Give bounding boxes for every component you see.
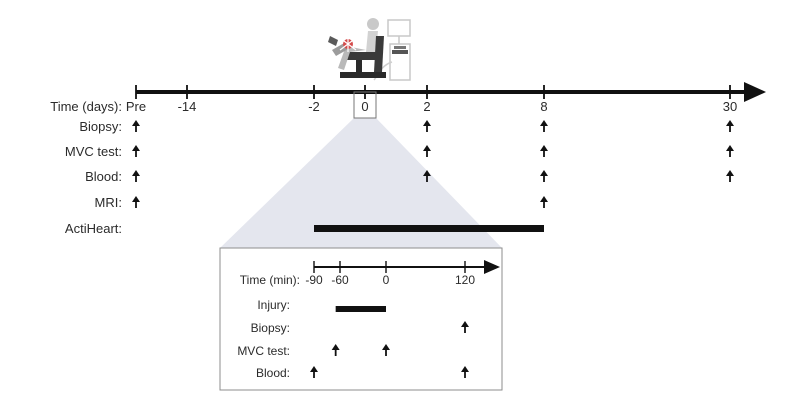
up-arrow-icon — [540, 145, 548, 157]
inset-row-label: Injury: — [257, 298, 290, 312]
up-arrow-icon — [423, 170, 431, 182]
up-arrow-icon — [132, 120, 140, 132]
main-tick-label: 8 — [540, 99, 547, 114]
up-arrow-icon — [310, 366, 318, 378]
inset-tick-label: 0 — [383, 273, 390, 287]
up-arrow-icon — [726, 120, 734, 132]
inset-box — [219, 247, 503, 391]
up-arrow-icon — [540, 196, 548, 208]
inset-row-label: MVC test: — [237, 344, 290, 358]
day-zero-highlight-box — [353, 91, 377, 119]
main-row-label: ActiHeart: — [65, 221, 122, 236]
inset-timeline-label: Time (min): — [240, 273, 300, 287]
main-row-label: Biopsy: — [79, 119, 122, 134]
main-row-label: MRI: — [95, 195, 122, 210]
main-timeline-label: Time (days): — [50, 99, 122, 114]
main-tick-label: -14 — [178, 99, 197, 114]
up-arrow-icon — [423, 145, 431, 157]
up-arrow-icon — [461, 366, 469, 378]
main-tick-label: Pre — [126, 99, 146, 114]
actiheart-bar — [314, 225, 544, 232]
inset-row-label: Blood: — [256, 366, 290, 380]
up-arrow-icon — [726, 170, 734, 182]
main-row-label: MVC test: — [65, 144, 122, 159]
zoom-cone — [220, 118, 502, 248]
up-arrow-icon — [540, 170, 548, 182]
up-arrow-icon — [331, 344, 340, 356]
up-arrow-icon — [423, 120, 431, 132]
up-arrow-icon — [132, 145, 140, 157]
dynamometer-chair-illustration — [328, 18, 411, 81]
up-arrow-icon — [382, 344, 390, 356]
inset-tick-label: -90 — [305, 273, 323, 287]
main-timeline-arrowhead — [744, 82, 766, 102]
inset-tick-label: -60 — [331, 273, 349, 287]
main-tick-label: -2 — [308, 99, 320, 114]
inset-tick-label: 120 — [455, 273, 475, 287]
main-row-label: Blood: — [85, 169, 122, 184]
main-tick-label: 2 — [423, 99, 430, 114]
main-tick-label: 30 — [723, 99, 737, 114]
injury-bar — [335, 306, 386, 312]
inset-timeline-arrowhead — [484, 260, 500, 274]
main-tick-label: 0 — [361, 99, 368, 114]
up-arrow-icon — [132, 196, 140, 208]
up-arrow-icon — [540, 120, 548, 132]
up-arrow-icon — [461, 321, 469, 333]
up-arrow-icon — [132, 170, 140, 182]
up-arrow-icon — [726, 145, 734, 157]
inset-row-label: Biopsy: — [251, 321, 290, 335]
